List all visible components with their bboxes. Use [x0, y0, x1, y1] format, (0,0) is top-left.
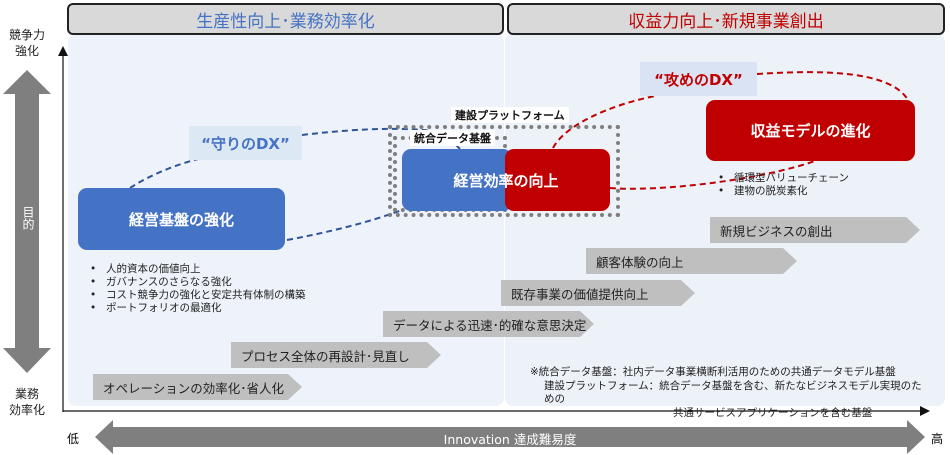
- offensive-dx-curve-3: [609, 160, 816, 190]
- efficiency-box-blue: [402, 149, 512, 211]
- profit-model-box: 収益モデルの進化: [706, 100, 915, 161]
- y-bottom-line2: 効率化: [8, 403, 45, 417]
- defensive-dx-curve-2: [301, 127, 461, 150]
- y-top-line2: 強化: [14, 44, 39, 58]
- step-existing-value: 既存事業の価値提供向上: [501, 280, 695, 306]
- defensive-dx-label: “守りのDX”: [189, 126, 302, 160]
- efficiency-box-red: [505, 149, 610, 211]
- management-base-box: 経営基盤の強化: [78, 188, 285, 250]
- bullet-item: 建物の脱炭素化: [718, 185, 849, 198]
- bullet-item: ポートフォリオの最適化: [90, 302, 306, 315]
- bullet-item: ガバナンスのさらなる強化: [90, 276, 306, 289]
- footnotes: ※統合データ基盤：社内データ事業横断利活用のための共通データモデル基盤 建設プラ…: [530, 366, 930, 420]
- management-base-bullets: 人的資本の価値向上 ガバナンスのさらなる強化 コスト競争力の強化と安定共有体制の…: [90, 263, 306, 315]
- x-axis-title: Innovation 達成難易度: [443, 432, 577, 447]
- header-profitability: 収益力向上･新規事業創出: [507, 3, 945, 35]
- difficulty-double-arrow: [95, 420, 925, 454]
- step-new-business: 新規ビジネスの創出: [710, 217, 920, 243]
- y-bottom-line1: 業務: [14, 387, 39, 401]
- note-line-2: 建設プラットフォーム：統合データ基盤を含む、新たなビジネスモデル実現のための: [544, 379, 922, 406]
- note-line-3: 共通サービスアプリケーションを含む基盤: [673, 406, 873, 419]
- bullet-item: 人的資本の価値向上: [90, 263, 306, 276]
- y-top-line1: 競争力: [8, 28, 45, 42]
- construction-platform-label: 建設プラットフォーム: [451, 107, 569, 123]
- management-base-label: 経営基盤の強化: [128, 210, 234, 229]
- bullet-item: コスト競争力の強化と安定共有体制の構築: [90, 289, 306, 302]
- x-axis-low-label: 低: [67, 432, 80, 446]
- purpose-label: 目的: [21, 206, 35, 230]
- x-axis-arrowhead: [920, 406, 930, 416]
- defensive-dx-curve-1: [129, 158, 199, 189]
- y-axis-bottom-label: 業務効率化: [2, 386, 52, 418]
- offensive-dx-curve-1: [552, 95, 656, 149]
- construction-platform-frame: [388, 125, 620, 217]
- y-axis-arrowhead: [58, 46, 68, 56]
- header-profitability-label: 収益力向上･新規事業創出: [628, 11, 824, 32]
- bullet-item: 循環型バリューチェーン: [718, 172, 849, 185]
- header-productivity-label: 生産性向上･業務効率化: [196, 11, 375, 32]
- defensive-dx-curve-3: [286, 209, 403, 241]
- integrated-data-label: 統合データ基盤: [410, 130, 495, 146]
- efficiency-text: 経営効率の向上: [453, 171, 559, 190]
- step-operation-efficiency: オペレーションの効率化･省人化: [93, 374, 302, 400]
- profit-model-bullets: 循環型バリューチェーン 建物の脱炭素化: [718, 172, 849, 198]
- efficiency-label: 経営効率の向上: [402, 149, 610, 211]
- step-data-decision: データによる迅速･的確な意思決定: [383, 311, 594, 337]
- x-axis-high-label: 高: [931, 432, 944, 446]
- profit-model-label: 収益モデルの進化: [750, 122, 871, 140]
- y-axis-top-label: 競争力強化: [2, 27, 52, 59]
- purpose-double-arrow: [3, 70, 51, 373]
- header-productivity: 生産性向上･業務効率化: [67, 3, 504, 35]
- step-process-redesign: プロセス全体の再設計･見直し: [231, 342, 441, 368]
- note-line-1: ※統合データ基盤：社内データ事業横断利活用のための共通データモデル基盤: [530, 366, 896, 378]
- offensive-dx-label: “攻めのDX”: [640, 62, 757, 96]
- step-customer-experience: 顧客体験の向上: [586, 248, 797, 274]
- offensive-dx-curve-2: [756, 71, 909, 101]
